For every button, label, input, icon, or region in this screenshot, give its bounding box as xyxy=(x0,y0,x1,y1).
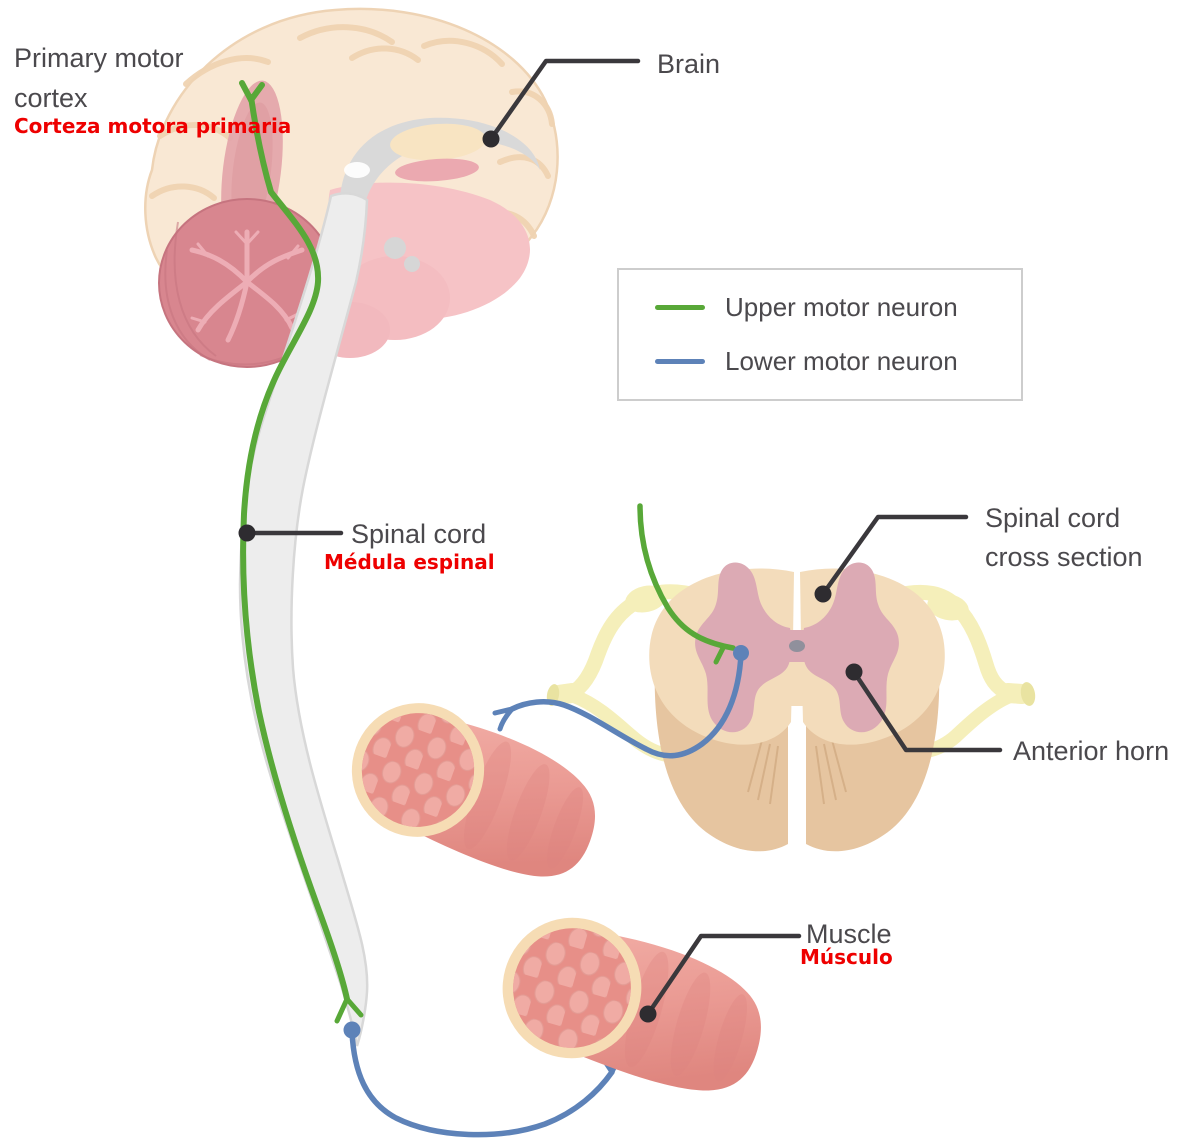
dorsal-root-ganglion-right xyxy=(927,593,969,621)
fornix-spot xyxy=(344,162,370,178)
anterior-horn-leader-dot xyxy=(845,663,863,681)
muscle-label: Muscle xyxy=(806,919,892,949)
muscle-leader-dot xyxy=(639,1005,657,1023)
primary-motor-cortex-translation: Corteza motora primaria xyxy=(14,114,292,138)
nerve-cut-end-right xyxy=(1020,682,1036,706)
callosum-inner xyxy=(390,123,486,161)
brain-leader-line xyxy=(488,58,641,142)
cross-section-leader-line xyxy=(820,514,969,597)
muscle-translation: Músculo xyxy=(800,945,893,969)
corpus-callosum xyxy=(339,117,540,226)
dorsal-root-ganglion-left xyxy=(625,585,667,613)
spinal-cord-translation: Médula espinal xyxy=(324,550,495,574)
legend-item-upper-motor-neuron: Upper motor neuron xyxy=(655,292,1021,323)
upper-motor-neuron-swatch xyxy=(655,305,705,311)
cross-section-label-line1: Spinal cord xyxy=(985,503,1121,533)
brain-label: Brain xyxy=(657,49,721,79)
upper-motor-neuron-cross-section-path xyxy=(637,503,736,665)
gray-nucleus-1 xyxy=(384,237,406,259)
upper-motor-neuron-legend-label: Upper motor neuron xyxy=(725,292,958,323)
lower-motor-neuron-path-1 xyxy=(492,645,749,759)
underside-striations xyxy=(747,739,847,805)
primary-motor-cortex-label: Primary motor cortex xyxy=(14,38,184,118)
cerebellum xyxy=(158,198,336,368)
brain-illustration xyxy=(144,7,559,368)
primary-motor-cortex-label-line1: Primary motor xyxy=(14,43,184,73)
gray-nucleus-2 xyxy=(404,256,420,272)
thalamus-band xyxy=(395,158,479,182)
central-canal xyxy=(789,640,805,652)
muscle-illustration-2 xyxy=(485,901,780,1110)
lower-motor-neuron-swatch xyxy=(655,358,705,364)
lower-motor-neuron-legend-label: Lower motor neuron xyxy=(725,345,958,376)
upper-motor-neuron-path xyxy=(239,80,364,1024)
leader-dots xyxy=(238,130,863,1023)
muscle-leader-line xyxy=(645,933,802,1017)
spinal-cord-leader-dot xyxy=(238,524,256,542)
brain-leader-dot xyxy=(482,130,500,148)
cross-section-label-line2: cross section xyxy=(985,542,1143,572)
leader-lines xyxy=(244,58,1003,1017)
legend-box: Upper motor neuron Lower motor neuron xyxy=(617,268,1023,401)
legend-item-lower-motor-neuron: Lower motor neuron xyxy=(655,346,1021,377)
cross-section-leader-dot xyxy=(814,585,832,603)
anterior-horn-label: Anterior horn xyxy=(1013,736,1170,766)
arbor-vitae xyxy=(189,229,305,343)
muscle-illustration-1 xyxy=(333,684,616,897)
anterior-horn-leader-line xyxy=(851,669,1003,753)
cross-section-label: Spinal cord cross section xyxy=(985,499,1143,577)
spinal-cord-label: Spinal cord xyxy=(351,519,487,549)
primary-motor-cortex-label-line2: cortex xyxy=(14,83,88,113)
cross-section-illustration xyxy=(546,503,1036,852)
